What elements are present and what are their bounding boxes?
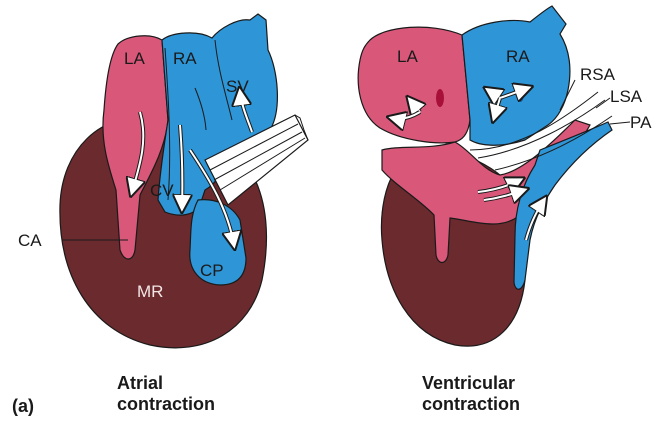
label-cv: CV xyxy=(150,181,174,200)
right-atrium-r xyxy=(462,6,570,145)
panel-label: (a) xyxy=(12,396,34,417)
label-la-left: LA xyxy=(124,49,145,68)
caption-left-line2: contraction xyxy=(117,394,215,415)
label-la-right: LA xyxy=(397,47,418,66)
label-cp: CP xyxy=(200,261,224,280)
left-atrium-r xyxy=(358,27,470,143)
label-sv: SV xyxy=(226,77,249,96)
label-pa: PA xyxy=(630,113,652,132)
label-ra-left: RA xyxy=(173,49,197,68)
lsa-leader xyxy=(596,98,610,108)
pa-leader xyxy=(610,122,630,124)
label-ra-right: RA xyxy=(506,47,530,66)
label-rsa: RSA xyxy=(580,65,616,84)
label-ca: CA xyxy=(18,231,42,250)
pulmonary-outflow xyxy=(514,122,612,289)
label-lsa: LSA xyxy=(610,87,643,106)
left-heart: LA RA SV CV CA MR CP xyxy=(18,14,308,348)
label-mr: MR xyxy=(137,282,163,301)
caption-right-line2: contraction xyxy=(422,394,520,415)
caption-left: Atrial contraction xyxy=(117,373,215,415)
caption-left-line1: Atrial xyxy=(117,373,215,394)
right-heart: LA RA RSA LSA PA xyxy=(358,6,652,346)
ostium-la xyxy=(436,89,444,107)
caption-right: Ventricular contraction xyxy=(422,373,520,415)
caption-right-line1: Ventricular xyxy=(422,373,520,394)
